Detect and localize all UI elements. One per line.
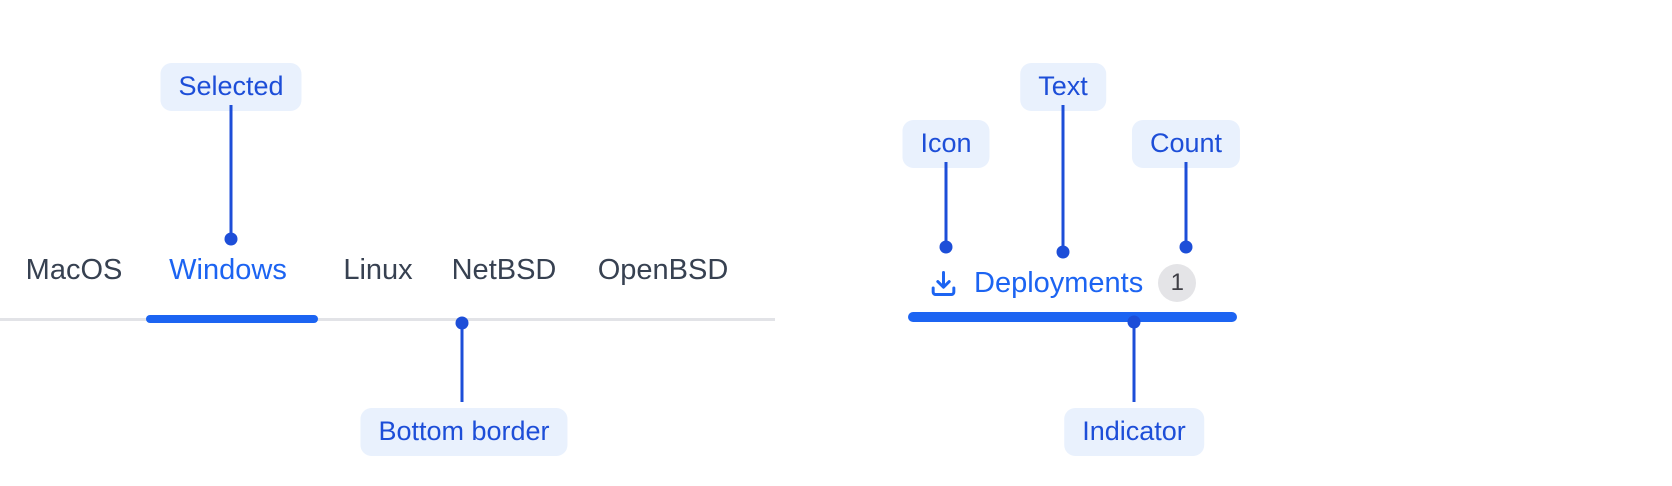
annotation-line-count (1184, 162, 1188, 241)
active-tab-indicator (908, 312, 1237, 322)
annotation-dot-icon (939, 240, 953, 254)
annotation-label-selected: Selected (160, 63, 302, 111)
annotation-label-count: Count (1131, 120, 1241, 168)
tab-windows[interactable]: Windows (169, 254, 287, 286)
tab-macos[interactable]: MacOS (25, 254, 123, 286)
tab-deployments[interactable]: Deployments 1 (928, 261, 1197, 305)
tab-netbsd[interactable]: NetBSD (451, 254, 557, 286)
tab-deployments-label: Deployments (974, 266, 1144, 299)
annotation-dot-selected (224, 232, 238, 246)
tab-count-badge: 1 (1158, 264, 1197, 302)
annotation-line-icon (944, 162, 948, 241)
annotation-dot-count (1179, 240, 1193, 254)
annotation-dot-bottom-border (455, 316, 469, 330)
annotation-line-selected (229, 105, 233, 233)
annotation-line-bottom-border (460, 329, 464, 402)
annotation-label-indicator: Indicator (1064, 408, 1204, 456)
tab-linux[interactable]: Linux (343, 254, 413, 286)
annotation-dot-text (1056, 245, 1070, 259)
annotation-label-text: Text (1020, 63, 1106, 111)
annotation-dot-indicator (1127, 315, 1141, 329)
annotation-label-icon: Icon (902, 120, 990, 168)
annotation-line-text (1061, 105, 1065, 246)
selected-tab-underline (146, 315, 318, 323)
annotation-label-bottom-border: Bottom border (360, 408, 568, 456)
tabbar-bottom-border (0, 318, 775, 321)
tab-openbsd[interactable]: OpenBSD (597, 254, 729, 286)
annotation-line-indicator (1132, 328, 1136, 402)
download-icon (931, 270, 956, 296)
